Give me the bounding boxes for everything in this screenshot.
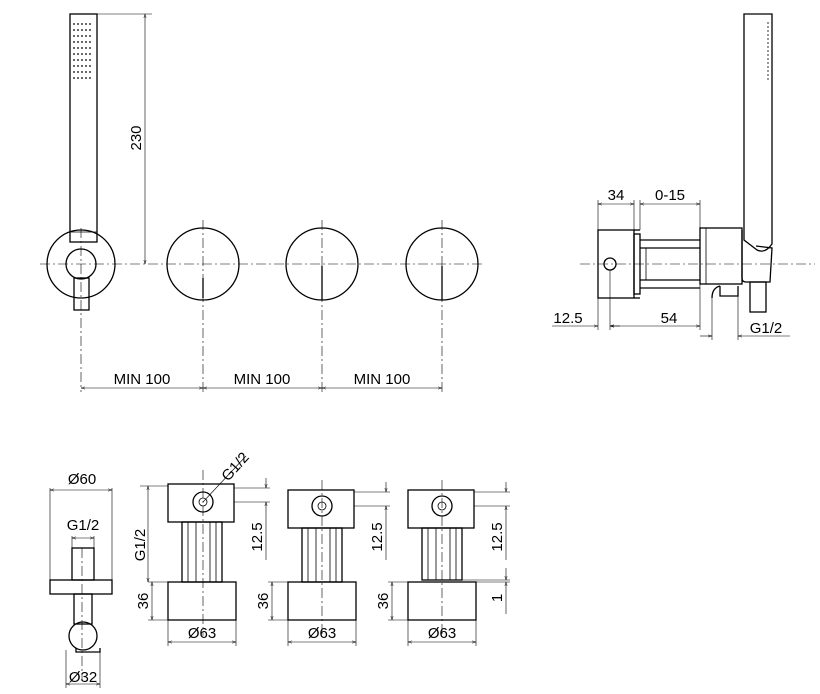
dimension-hose-height: 230 <box>97 13 152 264</box>
spacing-label-1: MIN 100 <box>114 371 171 388</box>
valve3-height-label: 36 <box>375 593 392 610</box>
valve3-diameter-label: Ø63 <box>428 625 456 642</box>
shower-spray-holes-icon <box>73 23 91 79</box>
wall-bracket <box>46 228 116 392</box>
valve3-offset-label: 12.5 <box>489 522 506 551</box>
valve-detail-2: 12.5 36 Ø63 <box>255 480 390 646</box>
hose-height-label: 230 <box>128 125 145 150</box>
valve-detail-3: 12.5 1 36 Ø63 <box>375 480 510 646</box>
valve1-diameter-label: Ø63 <box>188 625 216 642</box>
bracket-thread-label: G1/2 <box>67 517 100 534</box>
valve1-thread-side-label: G1/2 <box>132 529 149 562</box>
valve-knob-1 <box>166 220 240 392</box>
side-hand-shower <box>743 13 773 252</box>
valve1-thread-top-label: G1/2 <box>218 449 252 485</box>
valve-knob-2 <box>285 220 359 392</box>
side-adjust-label: 0-15 <box>655 187 685 204</box>
bracket-outlet-label: Ø32 <box>69 669 97 686</box>
valve-knob-3 <box>405 220 479 392</box>
front-view: 230 MIN 100 MIN 100 MIN 100 <box>40 13 485 392</box>
side-depth-label: 34 <box>608 187 625 204</box>
valve1-offset-label: 12.5 <box>249 522 266 551</box>
side-body <box>640 227 773 289</box>
spacing-label-2: MIN 100 <box>234 371 291 388</box>
side-length-label: 54 <box>661 310 678 327</box>
bracket-diameter-label: Ø60 <box>68 471 96 488</box>
bracket-detail: Ø60 G1/2 Ø32 <box>49 471 113 688</box>
side-outlet <box>711 281 767 313</box>
valve2-height-label: 36 <box>255 593 272 610</box>
valve2-offset-label: 12.5 <box>369 522 386 551</box>
dimension-spacing: MIN 100 MIN 100 MIN 100 <box>81 371 442 388</box>
side-thread-label: G1/2 <box>750 320 783 337</box>
valve-detail-1: G1/2 G1/2 12.5 36 Ø63 <box>132 449 270 646</box>
side-view: 34 0-15 12.5 54 G1/2 <box>552 13 815 340</box>
side-offset-label: 12.5 <box>553 310 582 327</box>
valve3-gap-label: 1 <box>489 594 506 602</box>
valve2-diameter-label: Ø63 <box>308 625 336 642</box>
spacing-label-3: MIN 100 <box>354 371 411 388</box>
valve1-height-label: 36 <box>135 593 152 610</box>
hand-shower <box>69 13 98 243</box>
